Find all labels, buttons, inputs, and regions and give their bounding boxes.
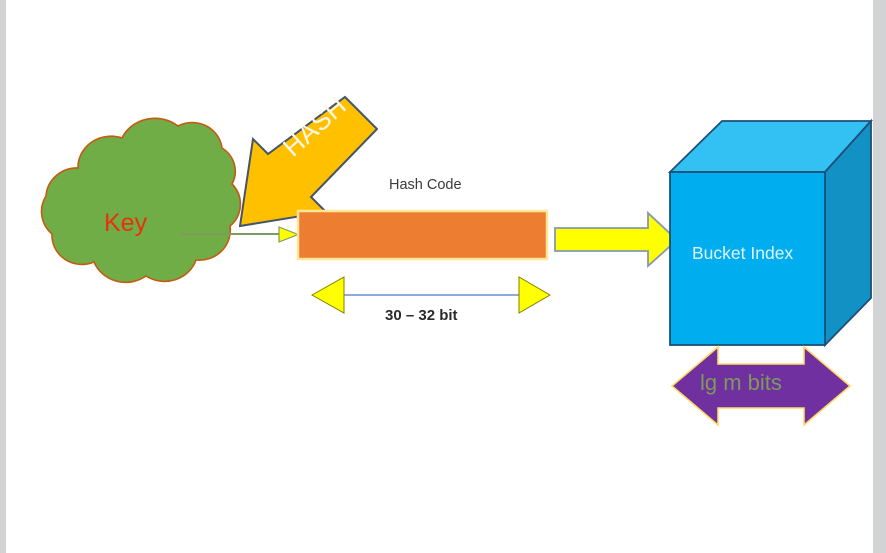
cube-front-face — [669, 171, 826, 346]
hashcode-to-bucket-arrow — [554, 210, 679, 269]
key-cloud-shape[interactable] — [40, 117, 242, 284]
hash-block-arrow[interactable] — [238, 95, 379, 228]
hash-code-bar[interactable] — [296, 209, 549, 261]
bucket-index-cube[interactable] — [667, 118, 874, 348]
page-right-edge-strip — [873, 0, 886, 553]
bucket-width-measure-arrow[interactable] — [670, 345, 852, 427]
key-to-hashcode-connector — [180, 226, 300, 243]
hash-width-measure-arrow — [310, 276, 551, 314]
page-left-edge-strip — [0, 0, 6, 553]
